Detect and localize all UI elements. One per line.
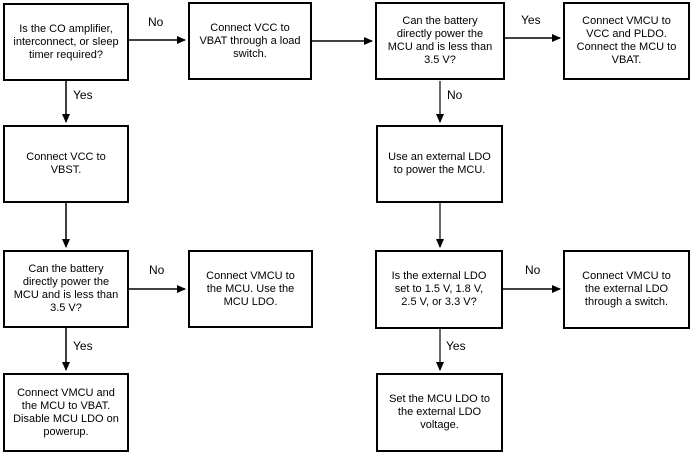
flow-box-set-mcu-ldo-voltage: Set the MCU LDO to the external LDO volt…	[376, 373, 503, 452]
edge-label-no-1: No	[147, 15, 165, 29]
edge-label-no-4: No	[524, 263, 542, 277]
flow-box-connect-vmcu-mcu-ldo: Connect VMCU to the MCU. Use the MCU LDO…	[188, 250, 313, 328]
edge-label-yes-1: Yes	[520, 13, 542, 27]
flow-box-q-battery-left: Can the battery directly power the MCU a…	[3, 250, 129, 328]
edge-label-yes-4: Yes	[445, 339, 467, 353]
edge-label-no-3: No	[148, 263, 166, 277]
flow-box-q-co-amplifier: Is the CO amplifier, interconnect, or sl…	[3, 3, 129, 81]
flow-box-connect-vmcu-vbat: Connect VMCU and the MCU to VBAT. Disabl…	[3, 373, 129, 452]
flow-box-connect-vmcu-ext-switch: Connect VMCU to the external LDO through…	[563, 250, 690, 329]
flow-box-q-external-ldo-set: Is the external LDO set to 1.5 V, 1.8 V,…	[375, 250, 503, 329]
flow-box-connect-vcc-vbat: Connect VCC to VBAT through a load switc…	[188, 2, 312, 80]
flow-box-connect-vcc-vbst: Connect VCC to VBST.	[3, 125, 129, 203]
flow-box-q-battery-top: Can the battery directly power the MCU a…	[375, 2, 505, 80]
flow-box-use-external-ldo: Use an external LDO to power the MCU.	[376, 125, 503, 203]
edge-label-yes-3: Yes	[72, 339, 94, 353]
edge-label-no-2: No	[446, 88, 464, 102]
edge-label-yes-2: Yes	[72, 88, 94, 102]
flow-box-connect-vmcu-vcc-pldo: Connect VMCU to VCC and PLDO. Connect th…	[563, 2, 690, 80]
